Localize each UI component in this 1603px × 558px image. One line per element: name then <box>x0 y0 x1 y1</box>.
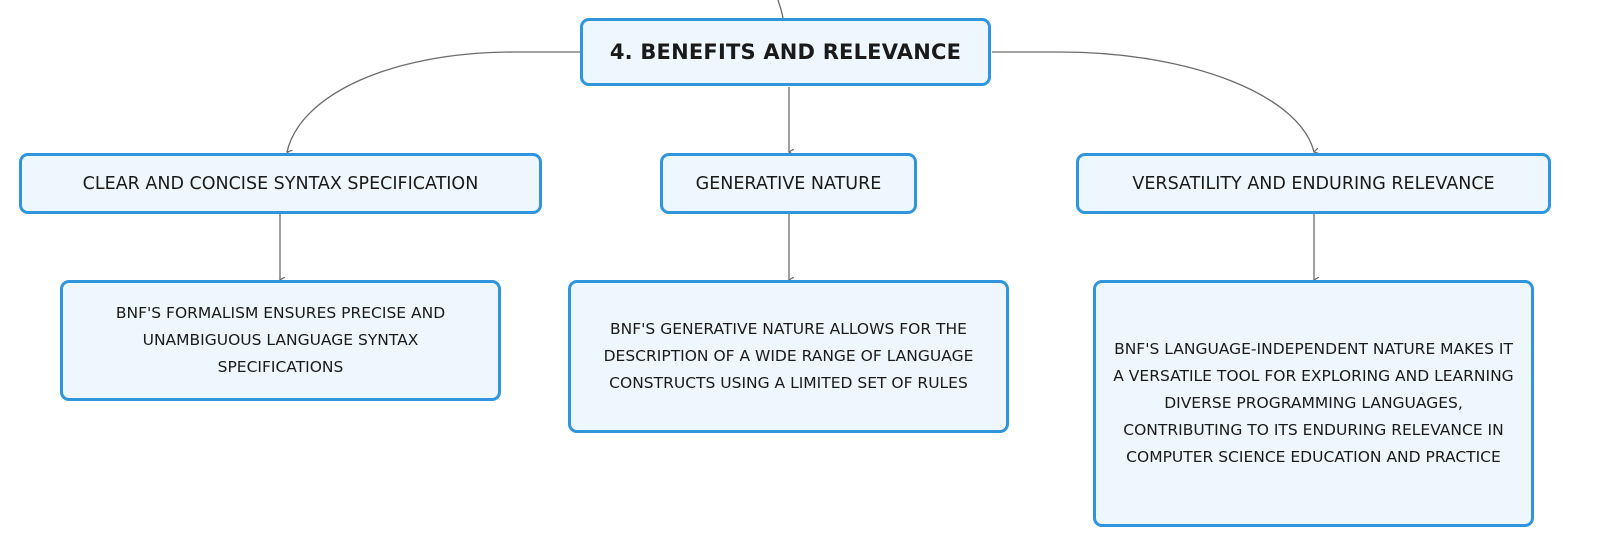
detail-node-text: BNF'S FORMALISM ENSURES PRECISE AND UNAM… <box>115 304 446 376</box>
branch-node-versatility[interactable]: VERSATILITY AND ENDURING RELEVANCE <box>1076 153 1551 214</box>
root-node-label: 4. BENEFITS AND RELEVANCE <box>609 40 962 64</box>
branch-node-generative-nature[interactable]: GENERATIVE NATURE <box>660 153 917 214</box>
detail-node-text: BNF'S GENERATIVE NATURE ALLOWS FOR THE D… <box>603 320 974 392</box>
detail-node-syntax-specification[interactable]: BNF'S FORMALISM ENSURES PRECISE AND UNAM… <box>60 280 501 401</box>
root-node[interactable]: 4. BENEFITS AND RELEVANCE <box>580 18 991 86</box>
connector-from-parent <box>777 0 784 19</box>
detail-node-generative-nature[interactable]: BNF'S GENERATIVE NATURE ALLOWS FOR THE D… <box>568 280 1009 433</box>
detail-node-versatility[interactable]: BNF'S LANGUAGE-INDEPENDENT NATURE MAKES … <box>1093 280 1534 527</box>
connector-root-to-branch-3 <box>992 51 1314 152</box>
connector-root-to-branch-1 <box>287 51 582 152</box>
detail-node-text: BNF'S LANGUAGE-INDEPENDENT NATURE MAKES … <box>1113 340 1514 466</box>
branch-node-syntax-specification[interactable]: CLEAR AND CONCISE SYNTAX SPECIFICATION <box>19 153 542 214</box>
branch-node-label: VERSATILITY AND ENDURING RELEVANCE <box>1132 173 1495 194</box>
branch-node-label: GENERATIVE NATURE <box>695 173 882 194</box>
branch-node-label: CLEAR AND CONCISE SYNTAX SPECIFICATION <box>82 173 479 194</box>
